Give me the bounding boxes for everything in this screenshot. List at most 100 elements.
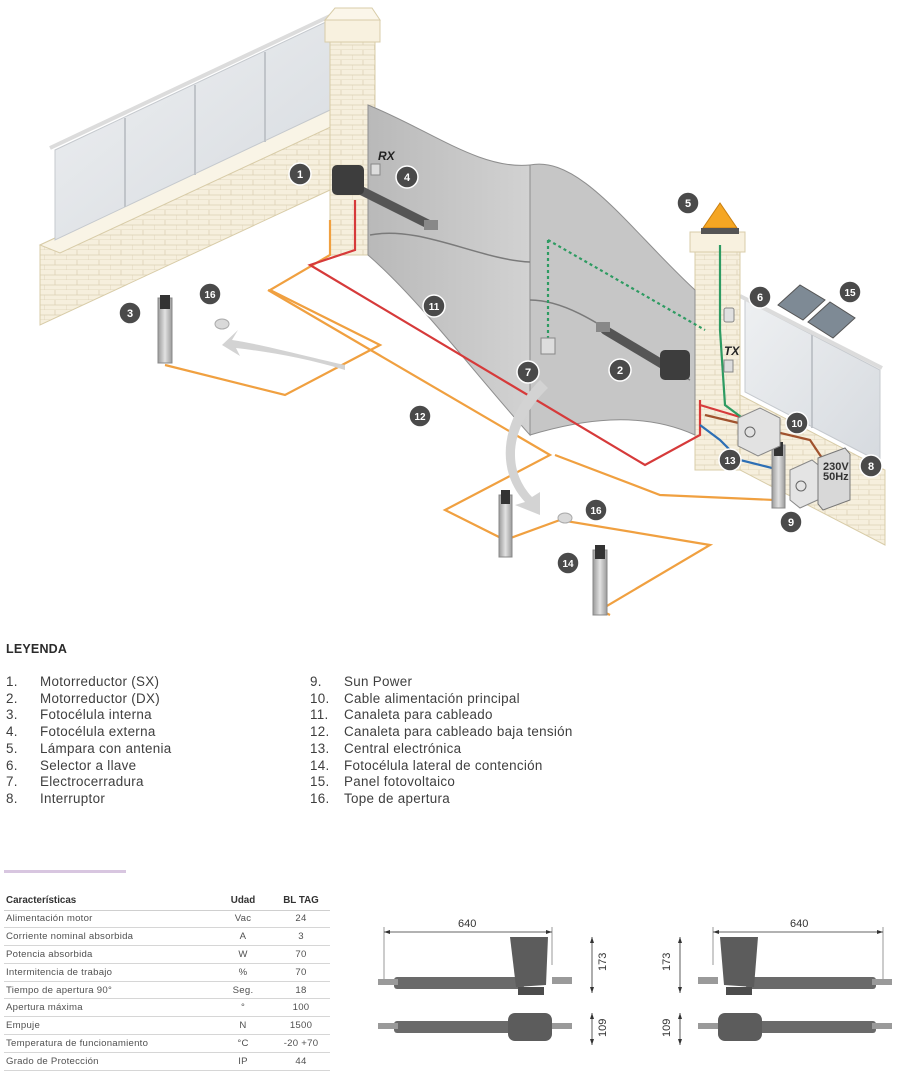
callout-10: 10 [785, 411, 809, 435]
spec-name: Apertura máxima [4, 998, 214, 1018]
svg-text:10: 10 [791, 419, 803, 430]
legend-item-label: Electrocerradura [40, 774, 144, 790]
stop-right [557, 512, 573, 524]
svg-text:12: 12 [414, 412, 426, 423]
spec-value: 44 [274, 1052, 330, 1071]
wire-lock [546, 239, 706, 340]
dim-left-length: 640 [458, 918, 476, 930]
wire-channel [307, 200, 702, 467]
legend-item-number: 3. [6, 707, 18, 723]
legend-item: 13.Central electrónica [310, 741, 573, 758]
legend-item-label: Fotocélula externa [40, 724, 156, 740]
callout-1: 1 [288, 162, 312, 186]
legend-item: 8. Interruptor [6, 791, 172, 808]
specs-header-row: Características Udad BL TAG [4, 893, 330, 911]
legend-item-label: Interruptor [40, 790, 106, 806]
svg-text:5: 5 [685, 198, 691, 210]
svg-text:16: 16 [590, 506, 602, 517]
spec-value: 70 [274, 963, 330, 982]
legend-item-label: Motorreductor (SX) [40, 674, 160, 689]
photocell-post-right [771, 442, 786, 509]
spec-value: 24 [274, 910, 330, 929]
legend-column-left: 1. Motorreductor (SX) 2.Motorreductor (DX)… [6, 674, 172, 808]
legend-item-label: Canaleta para cableado baja tensión [344, 724, 573, 740]
legend-item: 10.Cable alimentación principal [310, 691, 573, 708]
callout-12: 12 [408, 404, 432, 428]
svg-text:9: 9 [788, 517, 794, 529]
stop-left [214, 318, 230, 330]
legend-item-number: 8. [6, 790, 18, 806]
specs-table: Características Udad BL TAG Alimentación… [4, 893, 330, 1071]
svg-text:13: 13 [724, 456, 736, 467]
legend-item-number: 2. [6, 690, 18, 706]
spec-value: 18 [274, 981, 330, 1000]
spec-name: Alimentación motor [4, 910, 214, 929]
spec-unit: °C [214, 1034, 274, 1053]
spec-unit: W [214, 945, 274, 964]
specs-header-unit: Udad [214, 893, 274, 911]
tx-photocell-icon [723, 359, 734, 373]
rx-photocell-icon [370, 163, 381, 176]
svg-text:16: 16 [204, 290, 216, 301]
spec-unit: ° [214, 998, 274, 1018]
legend-item-label: Fotocélula lateral de contención [344, 757, 543, 773]
legend-item: 2.Motorreductor (DX) [6, 691, 172, 708]
legend-title: LEYENDA [6, 642, 68, 656]
legend-item: 6.Selector a llave [6, 758, 172, 775]
left-wall [38, 14, 352, 326]
specs-header-model: BL TAG [274, 893, 330, 911]
legend-item-label: Fotocélula interna [40, 707, 152, 723]
spec-unit: A [214, 927, 274, 947]
svg-text:7: 7 [525, 367, 531, 379]
motor-left-icon [332, 165, 438, 230]
callout-9: 9 [779, 510, 803, 534]
installation-diagram: 230V 50Hz RX TX 123456789101112131415161… [38, 7, 886, 616]
callout-3: 3 [118, 301, 142, 325]
gate [367, 104, 696, 437]
legend-item-label: Canaleta para cableado [344, 707, 493, 723]
svg-text:14: 14 [562, 559, 574, 570]
spec-value: -20 +70 [274, 1034, 330, 1053]
spec-name: Intermitencia de trabajo [4, 963, 214, 982]
spec-name: Grado de Protección [4, 1052, 214, 1071]
legend-item: 11. Canaleta para cableado [310, 707, 573, 724]
legend-item-label: Selector a llave [40, 757, 137, 773]
callout-6: 6 [748, 285, 772, 309]
legend-item-number: 11. [310, 707, 329, 723]
spec-value: 100 [274, 998, 330, 1018]
legend-item-number: 13. [310, 740, 330, 756]
table-row: Apertura máxima°100 [4, 998, 330, 1018]
switch-label-2: 50Hz [823, 471, 849, 483]
legend-item-number: 7. [6, 774, 18, 790]
spec-value: 70 [274, 945, 330, 964]
photocell-post-side [592, 545, 608, 616]
motor-right-icon [596, 322, 690, 380]
table-row: Temperatura de funcionamiento°C-20 +70 [4, 1034, 330, 1053]
section-divider [4, 870, 126, 873]
dim-left-width: 109 [597, 1019, 609, 1037]
callout-13: 13 [718, 448, 742, 472]
callout-7: 7 [516, 360, 540, 384]
legend-item-number: 12. [310, 724, 330, 740]
dim-right-length: 640 [790, 918, 808, 930]
legend-item-label: Tope de apertura [344, 790, 451, 806]
callout-11: 11 [422, 294, 446, 318]
spec-unit: N [214, 1016, 274, 1036]
spec-unit: % [214, 963, 274, 982]
legend-item-number: 1. [6, 674, 18, 689]
svg-text:6: 6 [757, 292, 763, 304]
legend-item: 15.Panel fotovoltaico [310, 774, 573, 791]
legend-item-number: 14. [310, 757, 330, 773]
svg-text:4: 4 [404, 172, 411, 184]
legend-item: 5.Lámpara con antenia [6, 741, 172, 758]
spec-value: 1500 [274, 1016, 330, 1036]
legend-item-number: 4. [6, 724, 18, 740]
wire-low-voltage-left [164, 220, 383, 397]
legend-item: 7. Electrocerradura [6, 774, 172, 791]
wire-antenna [718, 245, 746, 421]
callout-14: 14 [556, 551, 580, 575]
